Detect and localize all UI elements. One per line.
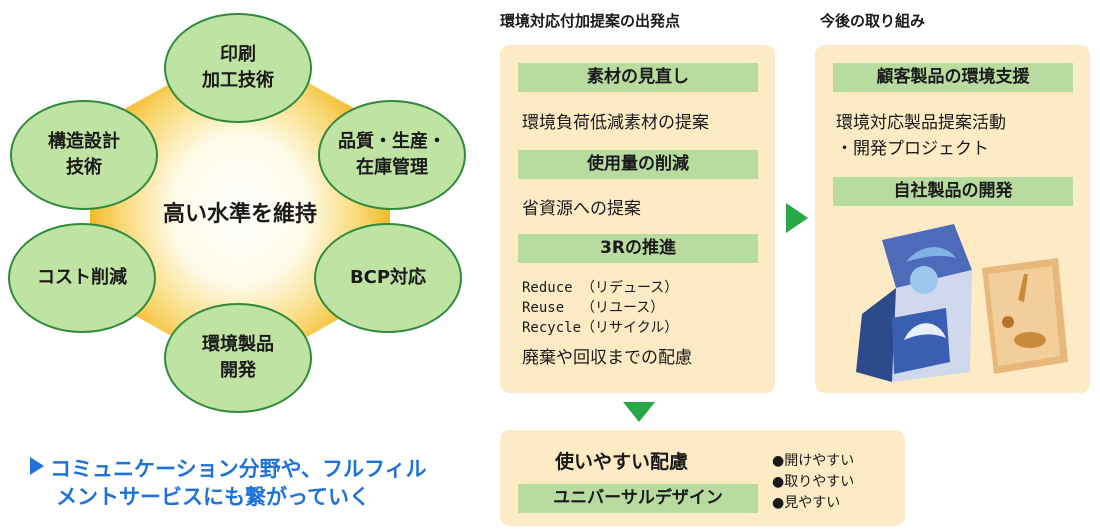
center-label: 高い水準を維持 (162, 202, 317, 227)
hexagon-glow (90, 45, 390, 375)
bar-customer-support: 顧客製品の環境支援 (833, 63, 1073, 92)
node-quality: 品質・生産・ 在庫管理 (318, 100, 466, 210)
text-disposal: 廃棄や回収までの配慮 (522, 348, 692, 368)
text-material: 環境負荷低減素材の提案 (522, 113, 709, 133)
text-recycle: Recycle（リサイクル） (522, 320, 679, 336)
text-project: ・開発プロジェクト (836, 139, 989, 159)
callout-line1: コミュニケーション分野や、フルフィル (50, 457, 427, 481)
callout-line2: メントサービスにも繋がっていく (56, 485, 370, 510)
node-cost: コスト削減 (8, 223, 156, 333)
triangle-icon (30, 457, 44, 475)
node-bcp: BCP対応 (314, 223, 462, 333)
arrow-down-icon (623, 402, 655, 422)
product-illustration (856, 224, 1068, 382)
heading-future: 今後の取り組み (820, 12, 926, 30)
bar-reduction: 使用量の削減 (518, 150, 758, 179)
text-reduce: Reduce （リデュース） (522, 280, 679, 296)
callout: コミュニケーション分野や、フルフィル メントサービスにも繋がっていく (30, 455, 470, 512)
node-structure: 構造設計 技術 (10, 100, 158, 210)
node-eco-product: 環境製品 開発 (164, 303, 312, 413)
arrow-right-icon (786, 203, 808, 233)
bar-universal-design: ユニバーサルデザイン (518, 484, 758, 513)
bullet-take: ●取りやすい (772, 474, 855, 490)
node-printing: 印刷 加工技術 (164, 13, 312, 123)
gift-box (856, 224, 972, 382)
usability-title: 使いやすい配慮 (555, 451, 689, 473)
heading-starting-point: 環境対応付加提案の出発点 (500, 12, 681, 30)
hexagon-shape (90, 45, 390, 375)
text-reduction: 省資源への提案 (522, 199, 641, 219)
bar-material: 素材の見直し (518, 63, 758, 92)
starting-point-panel (500, 45, 775, 393)
text-reuse: Reuse （リユース） (522, 300, 665, 316)
text-activity: 環境対応製品提案活動 (836, 113, 1006, 133)
bar-3r: 3Rの推進 (518, 234, 758, 263)
bullet-see: ●見やすい (772, 495, 841, 511)
bullet-open: ●開けやすい (772, 453, 855, 469)
folder-card (982, 258, 1068, 374)
bar-own-products: 自社製品の開発 (833, 177, 1073, 206)
